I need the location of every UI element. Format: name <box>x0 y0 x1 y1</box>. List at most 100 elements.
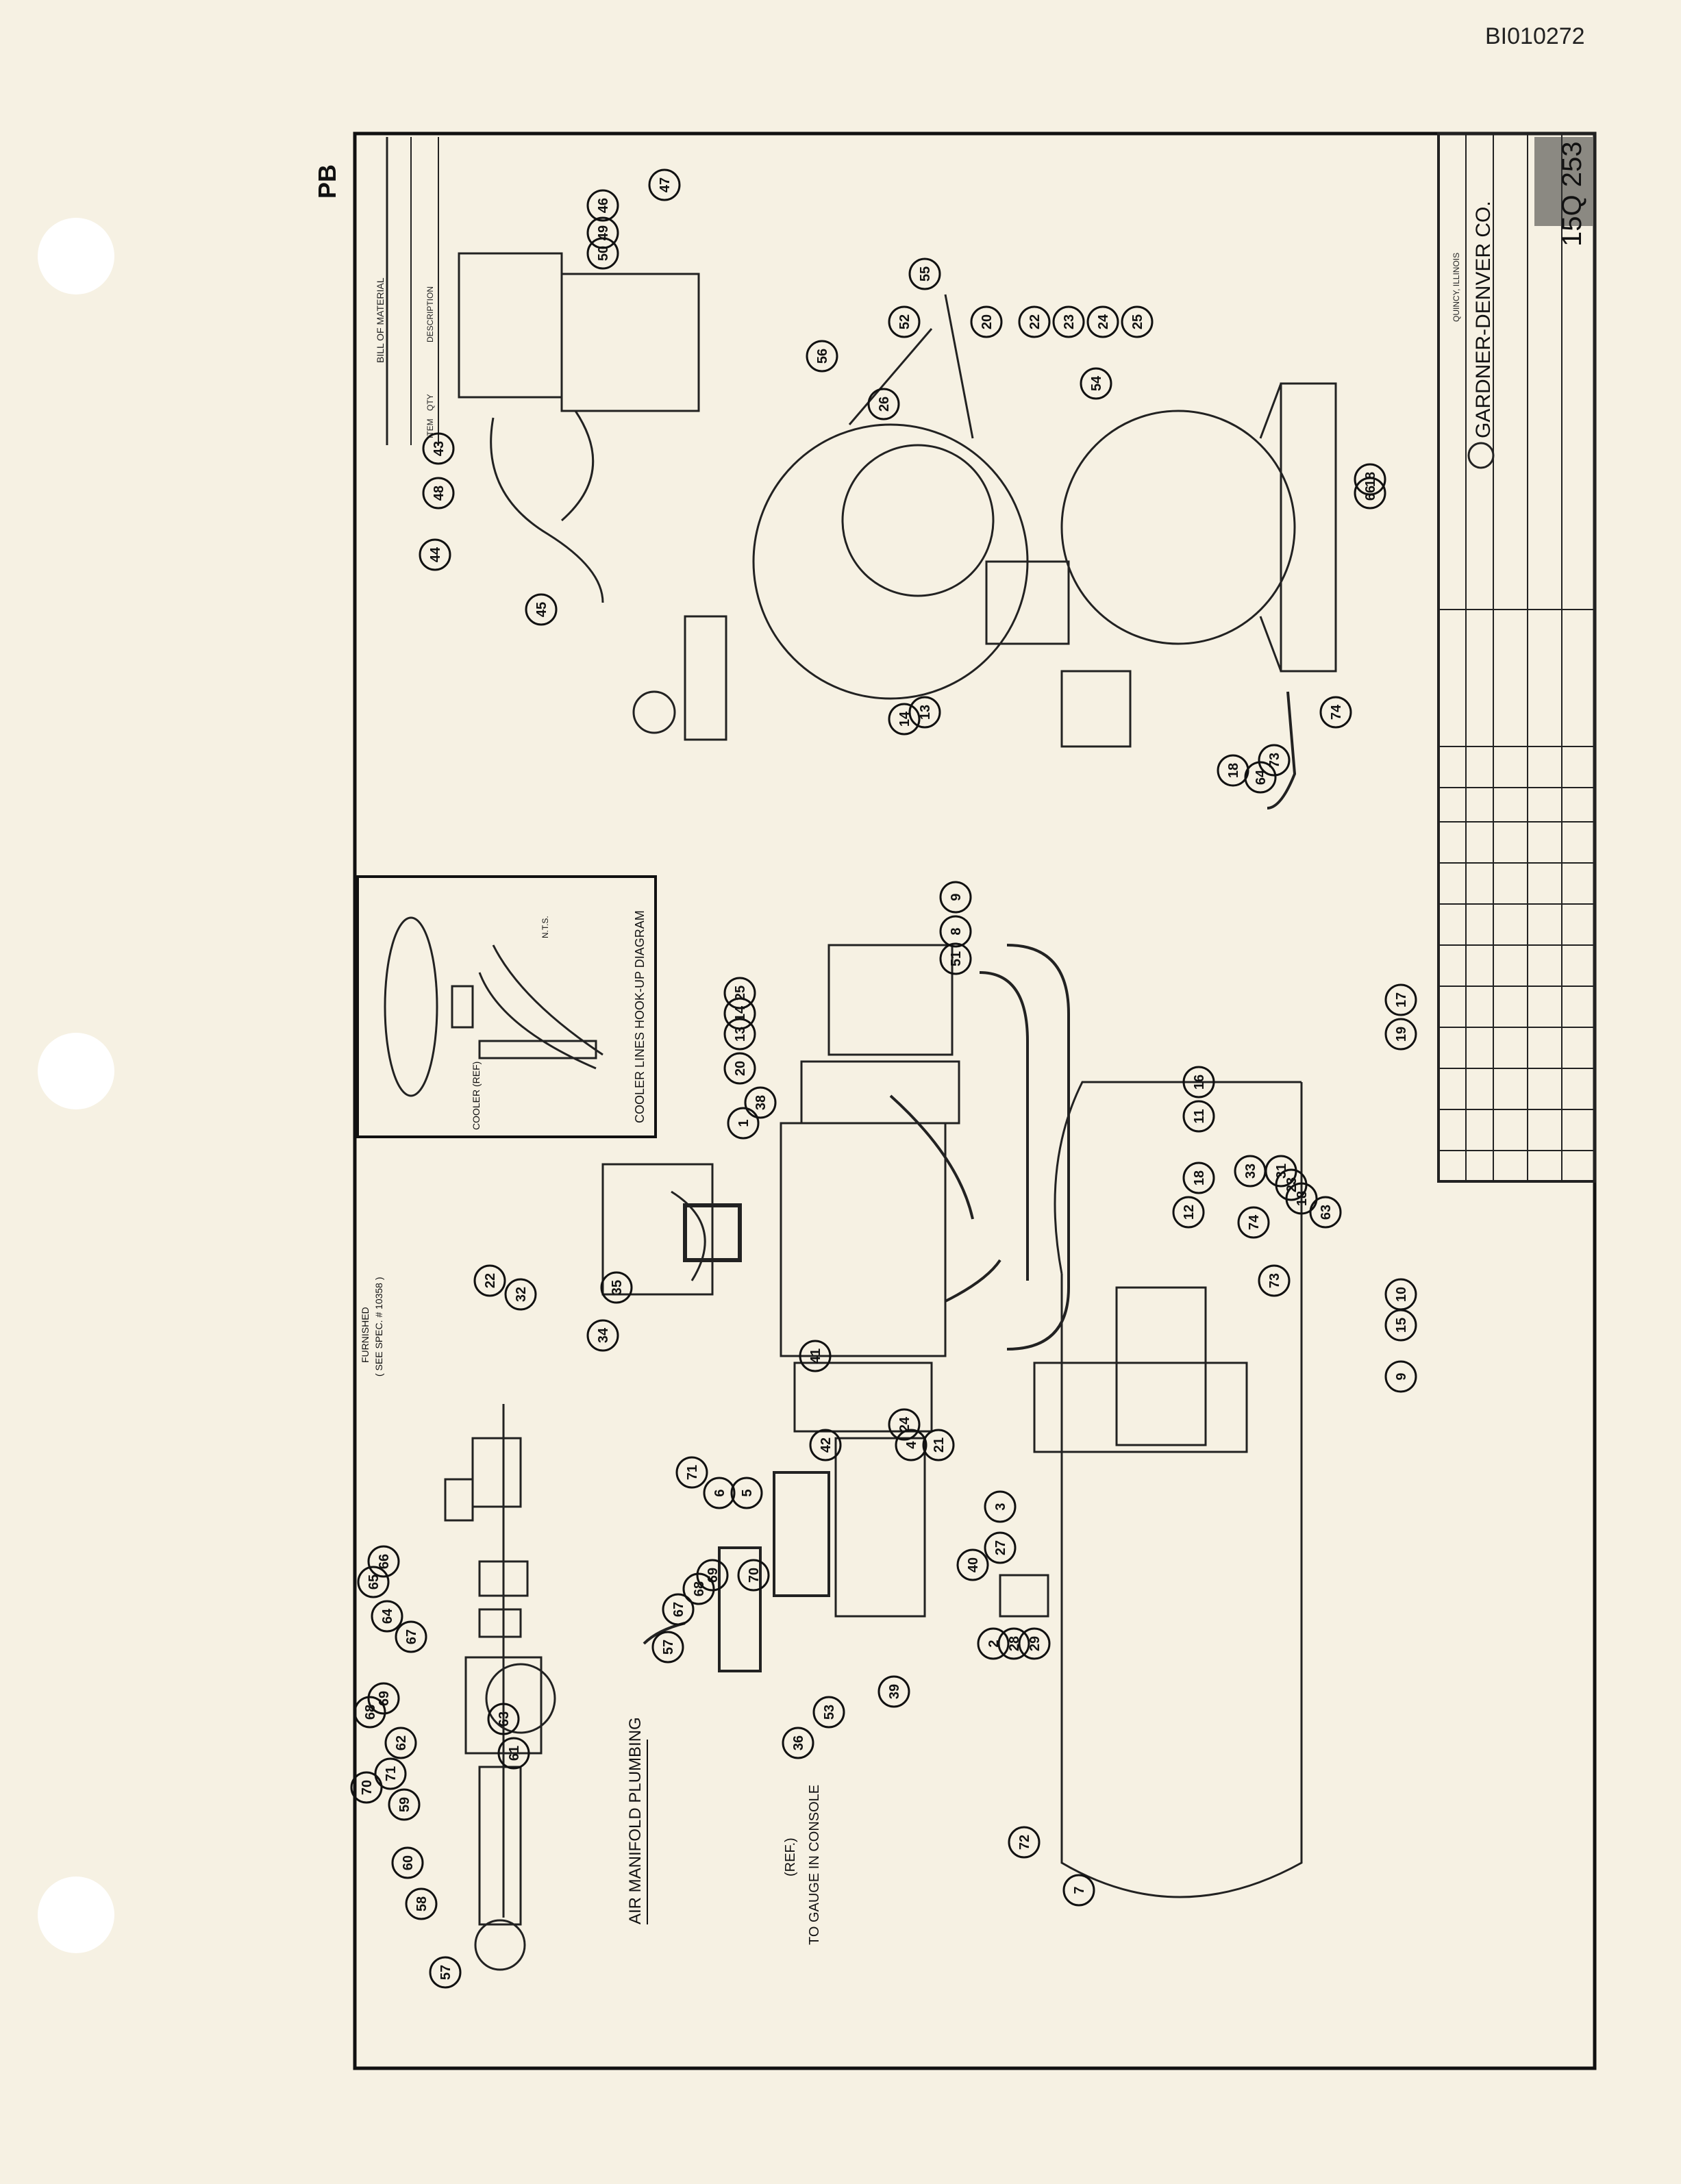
title-block-smudge <box>1534 137 1593 226</box>
callout-circle <box>600 1271 633 1304</box>
callout-4: 4 <box>895 1429 927 1461</box>
callout-35: 35 <box>600 1271 633 1304</box>
callout-number: 74 <box>1329 704 1344 720</box>
side-view <box>458 252 1337 809</box>
callout-circle <box>1172 1196 1205 1229</box>
callout-number: 73 <box>1267 1273 1282 1288</box>
callout-number: 60 <box>401 1855 416 1870</box>
sheet-mark: PB <box>313 164 341 199</box>
callout-number: 25 <box>733 986 748 1001</box>
punch-hole-top <box>38 218 114 294</box>
callout-45: 45 <box>525 593 558 626</box>
callout-number: 69 <box>377 1691 392 1706</box>
callout-66: 66 <box>1354 477 1386 510</box>
callout-circle <box>497 1737 530 1770</box>
callout-57: 57 <box>651 1631 684 1664</box>
callout-62: 62 <box>384 1727 417 1759</box>
callout-number: 22 <box>483 1273 498 1288</box>
callout-circle <box>586 189 619 222</box>
callout-74: 74 <box>1319 696 1352 729</box>
callout-circle <box>374 1757 407 1790</box>
callout-7: 7 <box>1062 1874 1095 1907</box>
callout-number: 57 <box>438 1965 453 1980</box>
callout-26: 26 <box>867 388 900 421</box>
callout-56: 56 <box>806 340 838 373</box>
callout-23: 23 <box>1275 1168 1308 1201</box>
callout-9: 9 <box>1384 1360 1417 1393</box>
callout-60: 60 <box>391 1846 424 1879</box>
callout-18: 18 <box>1217 754 1249 787</box>
callout-number: 11 <box>1192 1109 1207 1123</box>
callout-circle <box>1384 1278 1417 1311</box>
callout-circle <box>1309 1196 1342 1229</box>
callout-number: 25 <box>1130 314 1145 329</box>
callout-32: 32 <box>504 1278 537 1311</box>
callout-number: 32 <box>514 1287 529 1302</box>
callout-13: 13 <box>908 696 941 729</box>
callout-50: 50 <box>586 237 619 270</box>
callout-circle <box>504 1278 537 1311</box>
callout-number: 13 <box>918 705 933 720</box>
callout-19: 19 <box>1384 1018 1417 1051</box>
callout-1: 1 <box>727 1107 760 1140</box>
callout-49: 49 <box>586 216 619 249</box>
callout-52: 52 <box>888 305 921 338</box>
callout-number: 20 <box>980 314 995 329</box>
callout-67: 67 <box>662 1593 695 1626</box>
callout-number: 5 <box>740 1489 755 1496</box>
callout-circle <box>737 1559 770 1592</box>
callout-circle <box>1217 754 1249 787</box>
callout-circle <box>895 1429 927 1461</box>
callout-circle <box>939 915 972 948</box>
callout-number: 6 <box>712 1489 727 1496</box>
callout-number: 67 <box>404 1629 419 1644</box>
callout-number: 44 <box>428 547 443 562</box>
callout-circle <box>422 432 455 465</box>
callout-51: 51 <box>939 942 972 975</box>
cooler-ref-label: COOLER (REF) <box>471 1062 482 1130</box>
callout-number: 35 <box>610 1280 625 1295</box>
callout-number: 45 <box>534 602 549 617</box>
punch-hole-bottom <box>38 1877 114 1953</box>
drawing-number: 15Q 253 <box>1557 142 1587 247</box>
callout-circle <box>977 1627 1010 1660</box>
callout-24: 24 <box>1086 305 1119 338</box>
callout-65: 65 <box>357 1566 390 1598</box>
callout-circle <box>703 1477 736 1509</box>
compressor-block <box>601 944 960 1618</box>
callout-circle <box>473 1264 506 1297</box>
callout-63: 63 <box>1309 1196 1342 1229</box>
callout-15: 15 <box>1384 1309 1417 1342</box>
callout-circle <box>371 1600 403 1633</box>
callout-circle <box>1319 696 1352 729</box>
callout-73: 73 <box>1258 744 1291 777</box>
callout-number: 28 <box>1007 1636 1022 1651</box>
callout-circle <box>723 1018 756 1051</box>
callout-number: 65 <box>366 1574 382 1590</box>
furnished-label: FURNISHED <box>360 1307 371 1363</box>
drawing-border <box>353 131 1597 2070</box>
callout-67: 67 <box>395 1620 427 1653</box>
callout-number: 14 <box>897 711 912 727</box>
document-id: BI010272 <box>1485 23 1585 49</box>
callout-72: 72 <box>1008 1826 1041 1859</box>
callout-circle <box>675 1456 708 1489</box>
callout-circle <box>586 1319 619 1352</box>
callout-circle <box>662 1593 695 1626</box>
callout-18: 18 <box>1354 463 1386 496</box>
callout-22: 22 <box>473 1264 506 1297</box>
callout-74: 74 <box>1237 1206 1270 1239</box>
callout-number: 55 <box>918 266 933 281</box>
callout-number: 41 <box>808 1348 823 1364</box>
cooler-inset <box>384 916 603 1097</box>
callout-circle <box>970 305 1003 338</box>
callout-number: 40 <box>966 1557 981 1572</box>
callout-circle <box>782 1727 814 1759</box>
callout-11: 11 <box>1182 1100 1215 1133</box>
callout-number: 74 <box>1247 1214 1262 1230</box>
callout-25: 25 <box>1121 305 1154 338</box>
callout-number: 70 <box>747 1568 762 1583</box>
callout-21: 21 <box>922 1429 955 1461</box>
callout-number: 36 <box>791 1735 806 1750</box>
